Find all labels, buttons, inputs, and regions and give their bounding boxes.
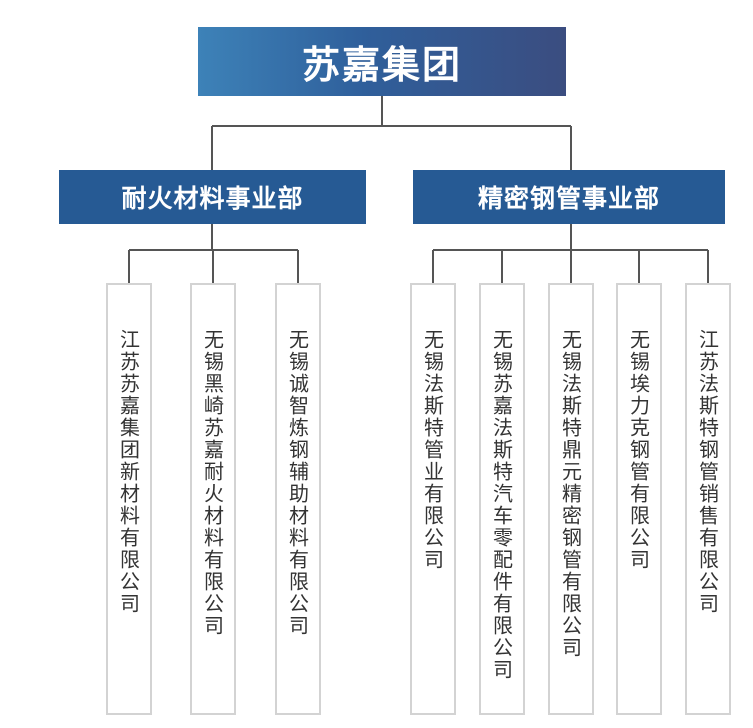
company-name: 无锡法斯特鼎元精密钢管有限公司 bbox=[558, 329, 583, 659]
company-node: 无锡苏嘉法斯特汽车零配件有限公司 bbox=[479, 283, 525, 715]
root-node: 苏嘉集团 bbox=[198, 27, 566, 96]
division-label: 精密钢管事业部 bbox=[477, 184, 660, 213]
company-name: 江苏法斯特钢管销售有限公司 bbox=[695, 329, 720, 615]
company-name: 江苏苏嘉集团新材料有限公司 bbox=[116, 329, 141, 615]
company-node: 无锡埃力克钢管有限公司 bbox=[616, 283, 662, 715]
company-name: 无锡苏嘉法斯特汽车零配件有限公司 bbox=[489, 329, 514, 681]
company-node: 江苏苏嘉集团新材料有限公司 bbox=[106, 283, 152, 715]
company-node: 无锡法斯特鼎元精密钢管有限公司 bbox=[548, 283, 594, 715]
company-name: 无锡黑崎苏嘉耐火材料有限公司 bbox=[200, 329, 225, 637]
division-node-refractory: 耐火材料事业部 bbox=[59, 170, 366, 224]
company-node: 无锡法斯特管业有限公司 bbox=[410, 283, 456, 715]
company-node: 江苏法斯特钢管销售有限公司 bbox=[685, 283, 731, 715]
company-node: 无锡黑崎苏嘉耐火材料有限公司 bbox=[190, 283, 236, 715]
company-name: 无锡法斯特管业有限公司 bbox=[420, 329, 445, 571]
division-node-precision-tube: 精密钢管事业部 bbox=[413, 170, 725, 224]
root-label: 苏嘉集团 bbox=[301, 43, 462, 87]
company-name: 无锡诚智炼钢辅助材料有限公司 bbox=[285, 329, 310, 637]
company-name: 无锡埃力克钢管有限公司 bbox=[626, 329, 651, 571]
division-label: 耐火材料事业部 bbox=[121, 184, 304, 213]
company-node: 无锡诚智炼钢辅助材料有限公司 bbox=[275, 283, 321, 715]
